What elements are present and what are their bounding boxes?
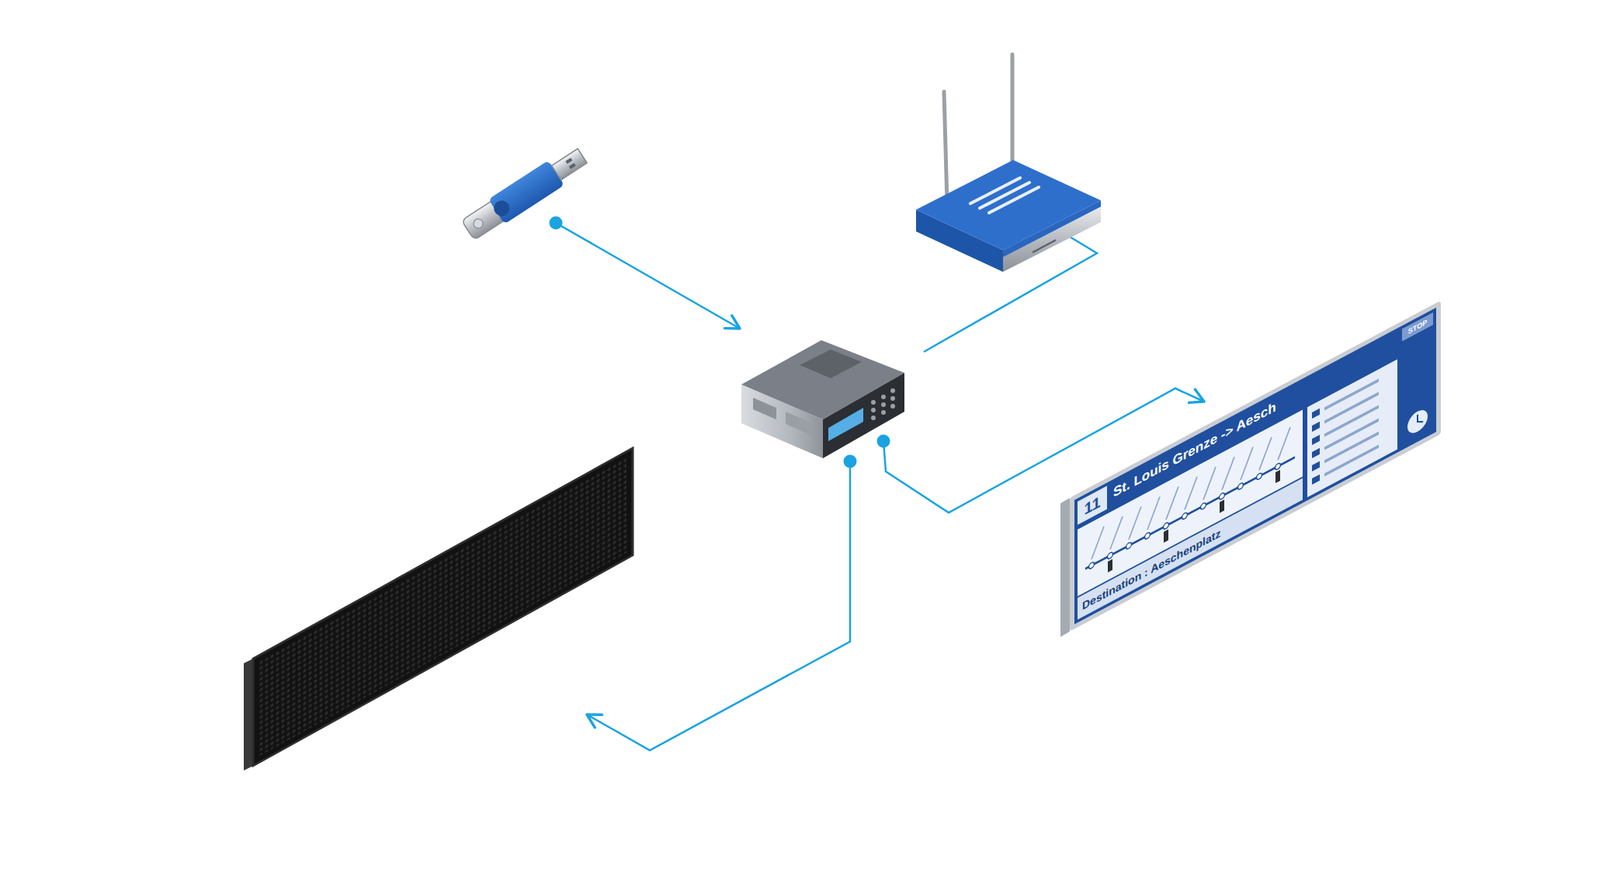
stick-hole	[472, 216, 486, 230]
plug-slot	[565, 157, 573, 164]
stop-name-bar	[1091, 526, 1104, 560]
unit-label	[785, 411, 812, 435]
stop-dot	[1219, 491, 1226, 500]
stop-dot	[1200, 501, 1207, 511]
tft-screen: 11St. Louis Grenze -> AeschDestination :…	[1069, 300, 1441, 632]
antenna	[1010, 54, 1015, 178]
router-top	[916, 159, 1101, 250]
unit-front	[822, 372, 905, 459]
stop-dot	[1256, 472, 1263, 481]
connector-dot	[549, 216, 563, 230]
stop-dot	[1107, 551, 1114, 560]
plug-slot	[569, 163, 577, 170]
platform-outline	[805, 76, 1220, 322]
usb-stick	[459, 143, 591, 243]
transfer-icon	[1107, 558, 1113, 573]
stop-name-bar	[1259, 437, 1272, 471]
stop-dot	[1275, 461, 1281, 471]
list-row-bar	[1324, 404, 1379, 437]
usb-plug	[551, 148, 588, 180]
list-row-bar	[1324, 378, 1379, 410]
stop-name-bar	[1221, 456, 1235, 490]
connector-dot	[877, 434, 891, 448]
stop-name-bar	[1166, 486, 1179, 521]
stop-dot	[1126, 541, 1132, 550]
stop-dot	[1145, 531, 1151, 540]
transfer-icon	[1219, 499, 1225, 513]
list-icon	[1311, 434, 1320, 445]
router-vent	[989, 187, 1039, 213]
stop-name-bar	[1277, 426, 1291, 461]
led-matrix	[259, 457, 627, 756]
router-led	[1032, 239, 1056, 253]
led-destination-sign	[243, 447, 633, 771]
router	[916, 54, 1101, 272]
unit-buttons	[871, 388, 896, 420]
sign-side	[243, 658, 254, 771]
stop-dot	[1089, 561, 1095, 570]
device-platform	[624, 291, 1036, 536]
transfer-icon	[1275, 469, 1281, 483]
device-platform	[344, 91, 715, 312]
list-icon	[1311, 474, 1320, 485]
stop-name-bar	[1184, 476, 1198, 511]
platform-outline	[624, 291, 1036, 536]
stop-dot	[1163, 521, 1170, 531]
list-row-bar	[1324, 391, 1379, 424]
list-icon	[1311, 408, 1320, 419]
list-icon	[1311, 461, 1320, 472]
platform-border	[636, 298, 1023, 529]
stick-cover	[488, 159, 565, 224]
list-row-bar	[1324, 430, 1379, 463]
stop-name-bar	[1240, 447, 1253, 481]
list-icon	[1311, 447, 1320, 459]
stop-dot	[1238, 482, 1244, 491]
stop-name-bar	[1110, 516, 1123, 550]
connector-line	[555, 222, 740, 329]
monitor-side	[1060, 497, 1070, 637]
unit-label	[753, 397, 777, 420]
unit-top-plate	[799, 349, 862, 379]
platform-border	[357, 99, 702, 305]
platform-outline	[81, 444, 792, 858]
list-row-bar	[1324, 444, 1379, 476]
unit-lcd	[828, 407, 864, 441]
antenna	[944, 91, 948, 204]
device-platform	[81, 444, 792, 858]
device-platform: 11St. Louis Grenze -> AeschDestination :…	[977, 295, 1562, 695]
transfer-icon	[1163, 528, 1169, 542]
on-board-computer	[741, 340, 905, 459]
stop-name-bar	[1203, 466, 1216, 500]
stop-name-bar	[1147, 496, 1160, 530]
stick-pivot	[490, 197, 513, 219]
platform-inner	[683, 342, 977, 495]
stop-name-bar	[1128, 506, 1142, 540]
list-row-bar	[1324, 417, 1379, 450]
sign-board	[253, 447, 633, 766]
device-platform	[805, 76, 1220, 322]
platform-outline	[344, 91, 715, 312]
stop-dot	[1182, 511, 1188, 521]
list-icon	[1311, 421, 1320, 432]
connector-dot	[843, 454, 858, 469]
platform-border	[93, 451, 778, 850]
platform-border	[818, 84, 1207, 315]
